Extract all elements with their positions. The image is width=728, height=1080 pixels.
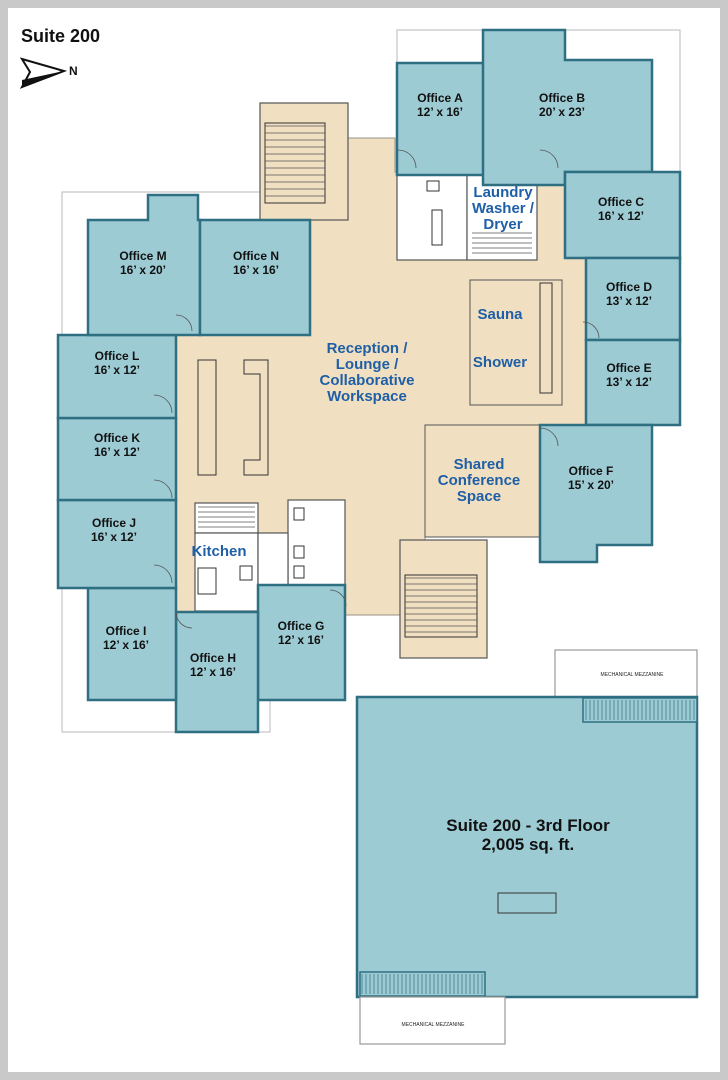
door-swing [153, 564, 173, 584]
laundry-label-3: Dryer [483, 216, 522, 233]
office-j [56, 498, 178, 590]
office-a-name: Office A [417, 91, 463, 105]
lounge-sofa-1 [197, 359, 217, 476]
north-arrow-icon [19, 57, 68, 89]
office-l-name: Office L [95, 349, 140, 363]
office-e-size: 13’ x 12’ [606, 375, 652, 389]
door-swing [397, 149, 417, 169]
office-i-size: 12’ x 16’ [103, 638, 149, 652]
toilet-icon [293, 507, 305, 521]
sink-icon [239, 565, 253, 581]
closet [257, 532, 289, 586]
office-e-name: Office E [606, 361, 651, 375]
office-g [256, 583, 347, 702]
door-swing [539, 427, 559, 447]
stove-icon [197, 567, 217, 595]
lounge-sofa-2 [243, 359, 269, 476]
office-n-name: Office N [233, 249, 279, 263]
mezzanine-label: MECHANICAL MEZZANINE [601, 672, 665, 678]
reception-label-2: Lounge / [336, 356, 399, 373]
office-c [563, 170, 682, 260]
sauna-label: Sauna [477, 306, 523, 323]
shower-label: Shower [473, 354, 527, 371]
office-b-size: 20’ x 23’ [539, 105, 585, 119]
door-swing [582, 321, 600, 339]
mezzanine-south: MECHANICAL MEZZANINE [359, 996, 506, 1045]
office-l [56, 333, 178, 420]
door-swing [329, 589, 347, 607]
door-swing [175, 611, 193, 629]
conference-label-1: Shared [454, 456, 505, 473]
office-k [56, 416, 178, 502]
toilet-icon [426, 180, 440, 192]
office-g-size: 12’ x 16’ [278, 633, 324, 647]
mezzanine-stair-south [359, 971, 486, 997]
office-d-name: Office D [606, 280, 652, 294]
mezzanine-north: MECHANICAL MEZZANINE [554, 649, 698, 699]
office-d-size: 13’ x 12’ [606, 294, 652, 308]
office-d [584, 256, 682, 342]
sauna-room [469, 279, 563, 406]
door-swing [175, 314, 193, 332]
office-c-name: Office C [598, 195, 644, 209]
door-swing [153, 394, 173, 414]
restroom-south [287, 499, 346, 588]
conference-label-2: Conference [438, 472, 521, 489]
mezzanine-stair-north [582, 697, 698, 723]
office-k-size: 16’ x 12’ [94, 445, 140, 459]
office-a [395, 61, 489, 177]
suite-200-3rd-floor [355, 695, 699, 999]
stairs-kitchen [194, 502, 259, 534]
office-a-size: 12’ x 16’ [417, 105, 463, 119]
office-h-size: 12’ x 16’ [190, 665, 236, 679]
conference-label-3: Space [457, 488, 501, 505]
office-l-size: 16’ x 12’ [94, 363, 140, 377]
office-m [86, 193, 202, 337]
office-g-name: Office G [278, 619, 325, 633]
office-h-name: Office H [190, 651, 236, 665]
door-swing [153, 479, 173, 499]
kitchen-room [194, 532, 259, 612]
laundry-label-1: Laundry [473, 184, 533, 201]
office-e [584, 338, 682, 427]
office-j-size: 16’ x 12’ [91, 530, 137, 544]
reception-label-4: Workspace [327, 388, 407, 405]
office-n [198, 218, 312, 337]
north-label: N [69, 64, 78, 78]
office-f-name: Office F [569, 464, 614, 478]
door-swing [539, 149, 559, 169]
reception-label-1: Reception / [327, 340, 409, 357]
toilet-icon [293, 565, 305, 579]
office-c-size: 16’ x 12’ [598, 209, 644, 223]
suite-fixture [497, 892, 557, 914]
laundry-room [466, 174, 538, 261]
office-k-name: Office K [94, 431, 140, 445]
page-title: Suite 200 [21, 26, 100, 46]
office-j-name: Office J [92, 516, 136, 530]
office-m-name: Office M [119, 249, 166, 263]
conference-room [424, 424, 541, 538]
office-n-size: 16’ x 16’ [233, 263, 279, 277]
sink-counter [431, 209, 443, 246]
stairs-north [259, 102, 349, 221]
toilet-icon [293, 545, 305, 559]
reception-label-3: Collaborative [319, 372, 414, 389]
sauna-bench [539, 282, 553, 394]
office-f [538, 423, 654, 564]
suite-label-line2: 2,005 sq. ft. [482, 835, 575, 854]
laundry-label-2: Washer / [472, 200, 535, 217]
office-i-name: Office I [106, 624, 147, 638]
office-m-size: 16’ x 20’ [120, 263, 166, 277]
mezzanine-label: MECHANICAL MEZZANINE [402, 1022, 466, 1028]
office-f-size: 15’ x 20’ [568, 478, 614, 492]
kitchen-label: Kitchen [191, 543, 246, 560]
suite-label-line1: Suite 200 - 3rd Floor [446, 816, 610, 835]
office-b-name: Office B [539, 91, 585, 105]
stairs-south [399, 539, 488, 659]
